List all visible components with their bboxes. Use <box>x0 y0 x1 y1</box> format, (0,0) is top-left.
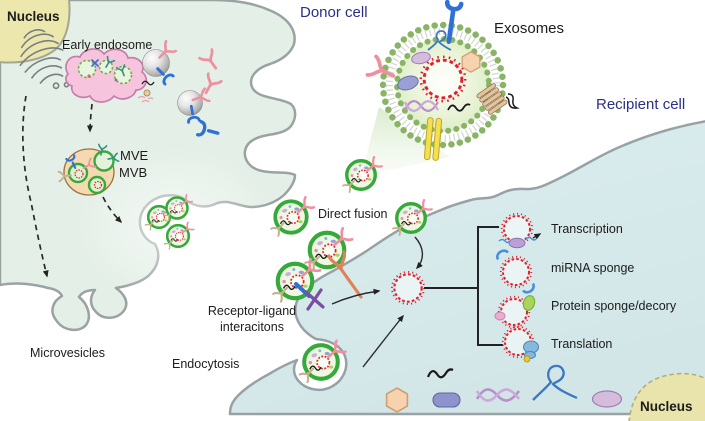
protein-cargo-lavender <box>411 51 431 65</box>
recipient-nucleus <box>628 372 705 421</box>
function-translation <box>501 325 539 363</box>
cytoplasm-molecules <box>385 364 623 413</box>
exosome-detail <box>365 0 520 161</box>
lipid-tails <box>386 28 500 142</box>
mvb-label: MVB <box>119 165 147 180</box>
direct-fusion-label: Direct fusion <box>318 207 388 221</box>
donor-cell-label: Donor cell <box>300 4 368 21</box>
function-bracket <box>424 226 503 346</box>
protein-oval <box>591 390 623 408</box>
exosomes-label: Exosomes <box>494 20 564 37</box>
donor-nucleus-label: Nucleus <box>7 9 60 24</box>
function-protein-sponge <box>494 295 536 329</box>
membrane-receptor-orange <box>327 250 363 299</box>
metabolite-hexagon <box>385 387 409 413</box>
protein-barrel-tan <box>476 83 508 115</box>
multivesicular-body <box>57 143 120 196</box>
endocytosis-label: Endocytosis <box>172 357 239 371</box>
mve-label: MVE <box>120 148 149 163</box>
metabolite-hexagon <box>461 51 481 73</box>
early-endosome-label: Early endosome <box>62 38 152 52</box>
membrane-receptor-purple <box>304 288 325 311</box>
dna-molecule <box>475 388 521 402</box>
arrow-endosome-to-mvb <box>87 103 94 133</box>
receptor-ligand-label-line1: Receptor-ligand <box>208 304 296 318</box>
recipient-nucleus-label: Nucleus <box>640 399 693 414</box>
outer-lipid-heads <box>379 21 507 149</box>
anchored-rna-strand <box>505 93 520 109</box>
uptake-arrows <box>331 236 424 368</box>
donor-cell: Nucleus Early endosome <box>0 0 297 332</box>
er-golgi <box>19 29 70 90</box>
trna-molecule <box>532 364 578 401</box>
protein-sponge-label: Protein sponge/decory <box>551 299 677 313</box>
mirna-sponge-label: miRNA sponge <box>551 261 634 275</box>
early-endosome <box>65 48 148 103</box>
function-mirna-sponge <box>496 249 535 294</box>
arrow-direct-fusion <box>414 236 424 270</box>
mrna-cargo <box>447 103 471 112</box>
trna-cargo <box>427 30 452 51</box>
protein-cargo-violet <box>397 75 419 91</box>
arrow-mvb-to-release <box>102 196 123 224</box>
dna-cargo <box>403 100 439 112</box>
receptor-blue-transmembrane <box>445 0 464 45</box>
translation-label: Translation <box>551 337 612 351</box>
mrna-molecule <box>426 368 454 379</box>
microvesicles-label: Microvesicles <box>30 346 105 360</box>
pathway-arrows <box>21 95 123 278</box>
budding-vesicles <box>142 39 211 124</box>
transcription-label: Transcription <box>551 222 623 236</box>
function-transcription <box>498 212 542 249</box>
recipient-cell-label: Recipient cell <box>596 96 685 113</box>
receptor-ligand-label-line2: interacitons <box>220 320 284 334</box>
secreted-specks <box>137 80 155 103</box>
arrow-receptor-ligand <box>331 288 381 305</box>
transporter-yellow <box>423 117 443 161</box>
arrow-endocytosis <box>362 314 404 368</box>
receptor-ligand-site <box>294 250 363 311</box>
protein-capsule <box>432 392 461 408</box>
